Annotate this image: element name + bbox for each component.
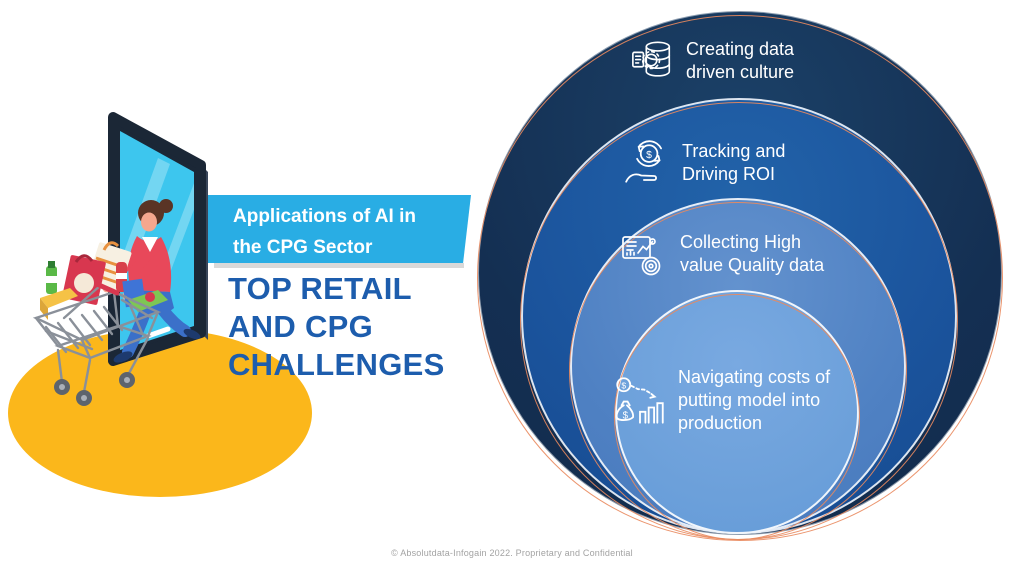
ring-label-line: Driving ROI	[682, 164, 776, 184]
ring-label-tracking-roi: $ Tracking and Driving ROI	[622, 138, 785, 188]
banner-line: Applications of AI in	[233, 206, 416, 227]
banner-line: the CPG Sector	[233, 237, 373, 258]
page-title-line: CHALLENGES	[228, 347, 445, 382]
quality-data-icon	[622, 236, 661, 276]
page-title-line: AND CPG	[228, 309, 374, 344]
ring-label-line: Collecting High	[680, 232, 802, 252]
ring-label-line: production	[678, 413, 763, 433]
ring-label-text: Creating data driven culture	[686, 38, 794, 84]
page-title-line: TOP RETAIL	[228, 271, 412, 306]
ring-label-production-costs: $ $ Navigating costs of putting model in…	[614, 366, 830, 435]
banner: Applications of AI in the CPG Sector	[207, 195, 471, 263]
ring-label-line: Tracking and	[682, 141, 786, 161]
ring-label-text: Navigating costs of putting model into p…	[678, 366, 830, 435]
cart-items	[40, 241, 168, 320]
banner-shadow	[214, 263, 464, 268]
production-cost-icon: $ $	[615, 376, 664, 424]
ring-label-text: Tracking and Driving ROI	[682, 140, 785, 186]
svg-text:$: $	[621, 380, 626, 390]
ring-label-text: Collecting High value Quality data	[680, 231, 824, 277]
ring-label-line: value Quality data	[680, 255, 825, 275]
footer-copyright: © Absolutdata-Infogain 2022. Proprietary…	[391, 548, 633, 558]
svg-text:$: $	[623, 410, 629, 421]
roi-tracking-icon: $	[625, 140, 662, 183]
cart-graphic	[32, 241, 168, 406]
ring-label-line: Navigating costs of	[678, 367, 831, 387]
page-title: TOP RETAIL AND CPG CHALLENGES	[228, 270, 445, 384]
ring-label-line: putting model into	[678, 390, 821, 410]
ground-ellipse	[8, 329, 312, 497]
ring-label-line: driven culture	[686, 62, 795, 82]
ring-label-quality-data: Collecting High value Quality data	[618, 230, 824, 278]
ring-4-circle	[615, 290, 859, 534]
svg-text:$: $	[646, 150, 652, 161]
ring-label-creating-data-culture: Creating data driven culture	[630, 38, 794, 84]
ring-label-line: Creating data	[686, 39, 795, 59]
data-culture-icon	[632, 41, 671, 77]
shopper-phone-illustration	[8, 112, 312, 497]
